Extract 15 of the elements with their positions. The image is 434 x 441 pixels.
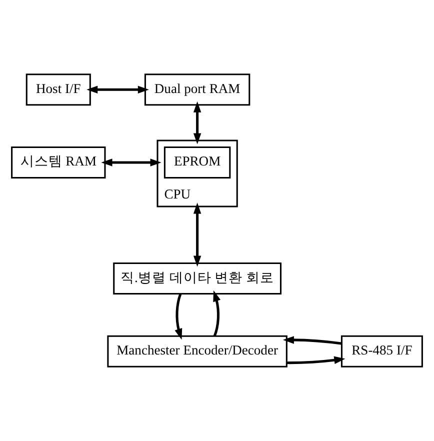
arrow — [86, 86, 149, 94]
node-box: 시스템 RAM — [11, 146, 106, 178]
arrow — [286, 356, 346, 364]
arrow — [282, 336, 342, 345]
arrow — [174, 294, 182, 340]
node-box: RS-485 I/F — [340, 335, 423, 368]
arrow — [193, 202, 202, 267]
node-box: Host I/F — [26, 74, 91, 106]
arrow — [193, 101, 202, 144]
arrow — [213, 290, 221, 336]
node-box: 직.병렬 데이타 변환 회로 — [113, 262, 282, 295]
node-box: Manchester Encoder/Decoder — [107, 335, 288, 368]
arrow — [101, 158, 162, 166]
node-box: EPROM — [164, 146, 231, 178]
node-box: Dual port RAM — [144, 74, 250, 106]
